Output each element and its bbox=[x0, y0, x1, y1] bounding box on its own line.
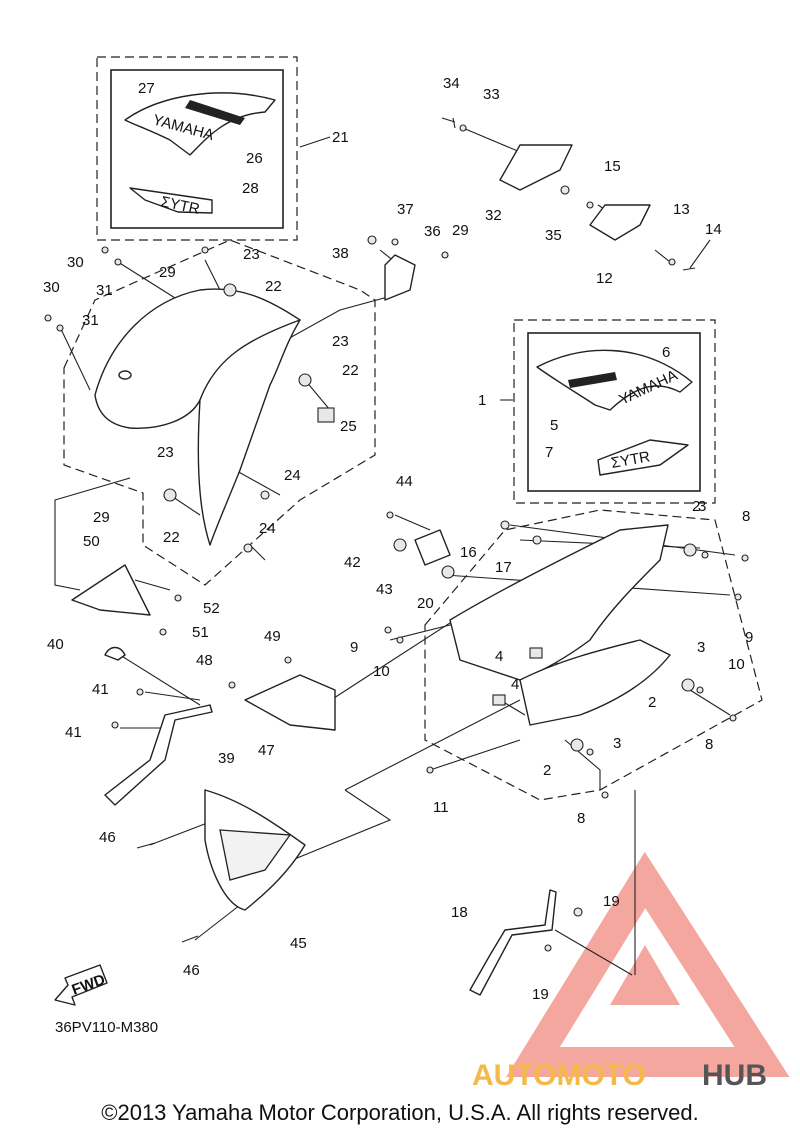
callout-4: 4 bbox=[495, 648, 503, 665]
callout-47: 47 bbox=[258, 742, 275, 759]
air-duct-right bbox=[589, 204, 651, 241]
lower-side-cowling bbox=[449, 524, 671, 726]
callout-46: 46 bbox=[99, 829, 116, 846]
callout-19b: 19 bbox=[532, 986, 549, 1003]
bracket-40 bbox=[104, 646, 126, 661]
callout-9: 9 bbox=[745, 629, 753, 646]
under-cowling bbox=[204, 789, 306, 911]
callout-10b: 10 bbox=[373, 663, 390, 680]
callout-23b: 23 bbox=[332, 333, 349, 350]
callout-27: 27 bbox=[138, 80, 155, 97]
callout-4b: 4 bbox=[511, 676, 519, 693]
callout-37: 37 bbox=[397, 201, 414, 218]
callout-30: 30 bbox=[67, 254, 84, 271]
callout-29b: 29 bbox=[159, 264, 176, 281]
callout-6: 6 bbox=[662, 344, 670, 361]
callout-29c: 29 bbox=[93, 509, 110, 526]
callout-25: 25 bbox=[340, 418, 357, 435]
callout-2b: 2 bbox=[648, 694, 656, 711]
callout-18: 18 bbox=[451, 904, 468, 921]
bracket-18 bbox=[469, 889, 557, 996]
callout-40: 40 bbox=[47, 636, 64, 653]
bracket-50 bbox=[71, 564, 151, 616]
callout-35: 35 bbox=[545, 227, 562, 244]
callout-30b: 30 bbox=[43, 279, 60, 296]
bracket-36 bbox=[384, 254, 416, 301]
callout-34: 34 bbox=[443, 75, 460, 92]
callout-36: 36 bbox=[424, 223, 441, 240]
callout-3: 3 bbox=[698, 498, 706, 515]
callout-23: 23 bbox=[243, 246, 260, 263]
callout-1: 1 bbox=[478, 392, 486, 409]
callout-44: 44 bbox=[396, 473, 413, 490]
callout-19: 19 bbox=[603, 893, 620, 910]
callout-41: 41 bbox=[92, 681, 109, 698]
callout-3c: 3 bbox=[613, 735, 621, 752]
callout-32: 32 bbox=[485, 207, 502, 224]
callout-8c: 8 bbox=[577, 810, 585, 827]
callout-22b: 22 bbox=[342, 362, 359, 379]
callout-31b: 31 bbox=[82, 312, 99, 329]
watermark-logo-icon bbox=[506, 851, 790, 1077]
callout-24b: 24 bbox=[259, 520, 276, 537]
callout-52: 52 bbox=[203, 600, 220, 617]
watermark-text-part1: AUTOMOTO bbox=[472, 1059, 646, 1092]
fwd-arrow-icon: FWD bbox=[54, 964, 108, 1006]
callout-13: 13 bbox=[673, 201, 690, 218]
callout-42: 42 bbox=[344, 554, 361, 571]
callout-41b: 41 bbox=[65, 724, 82, 741]
callout-38: 38 bbox=[332, 245, 349, 262]
callout-20: 20 bbox=[417, 595, 434, 612]
callout-7: 7 bbox=[545, 444, 553, 461]
callout-17: 17 bbox=[495, 559, 512, 576]
callout-46b: 46 bbox=[183, 962, 200, 979]
decal-series-text-lower: ΣYTR bbox=[610, 448, 652, 472]
callout-11: 11 bbox=[433, 799, 449, 816]
callout-5: 5 bbox=[550, 417, 558, 434]
callout-51: 51 bbox=[192, 624, 209, 641]
callout-22: 22 bbox=[265, 278, 282, 295]
callout-8: 8 bbox=[742, 508, 750, 525]
callout-45: 45 bbox=[290, 935, 307, 952]
copyright-notice: ©2013 Yamaha Motor Corporation, U.S.A. A… bbox=[101, 1100, 699, 1125]
callout-48: 48 bbox=[196, 652, 213, 669]
bracket-43 bbox=[414, 529, 451, 566]
callout-23c: 23 bbox=[157, 444, 174, 461]
callout-15: 15 bbox=[604, 158, 621, 175]
callout-2c: 2 bbox=[543, 762, 551, 779]
bracket-47 bbox=[244, 674, 336, 731]
callout-24: 24 bbox=[284, 467, 301, 484]
air-duct-left bbox=[499, 144, 573, 191]
callout-49: 49 bbox=[264, 628, 281, 645]
decal-set-upper: YAMAHA ΣYTR bbox=[110, 69, 284, 229]
callout-3b: 3 bbox=[697, 639, 705, 656]
decal-set-lower: YAMAHA ΣYTR bbox=[527, 332, 701, 492]
callout-numbers: 1 2 2 2 3 3 3 4 4 5 6 7 8 8 8 9 9 10 10 … bbox=[43, 75, 753, 1003]
upper-side-cowling bbox=[94, 288, 301, 546]
watermark-text-part2: HUB bbox=[702, 1059, 767, 1092]
diagram-code: 36PV110-M380 bbox=[55, 1019, 158, 1036]
callout-14: 14 bbox=[705, 221, 722, 238]
callout-43: 43 bbox=[376, 581, 393, 598]
callout-10: 10 bbox=[728, 656, 745, 673]
callout-39: 39 bbox=[218, 750, 235, 767]
callout-33: 33 bbox=[483, 86, 500, 103]
callout-31: 31 bbox=[96, 282, 113, 299]
stay-39 bbox=[104, 704, 213, 806]
callout-2: 2 bbox=[692, 498, 700, 515]
callout-28: 28 bbox=[242, 180, 259, 197]
callout-26: 26 bbox=[246, 150, 263, 167]
callout-12: 12 bbox=[596, 270, 613, 287]
callout-8b: 8 bbox=[705, 736, 713, 753]
callout-16: 16 bbox=[460, 544, 477, 561]
hardware-fasteners bbox=[44, 117, 749, 952]
callout-29: 29 bbox=[452, 222, 469, 239]
callout-22c: 22 bbox=[163, 529, 180, 546]
callout-9b: 9 bbox=[350, 639, 358, 656]
callout-21: 21 bbox=[332, 129, 349, 146]
callout-50: 50 bbox=[83, 533, 100, 550]
